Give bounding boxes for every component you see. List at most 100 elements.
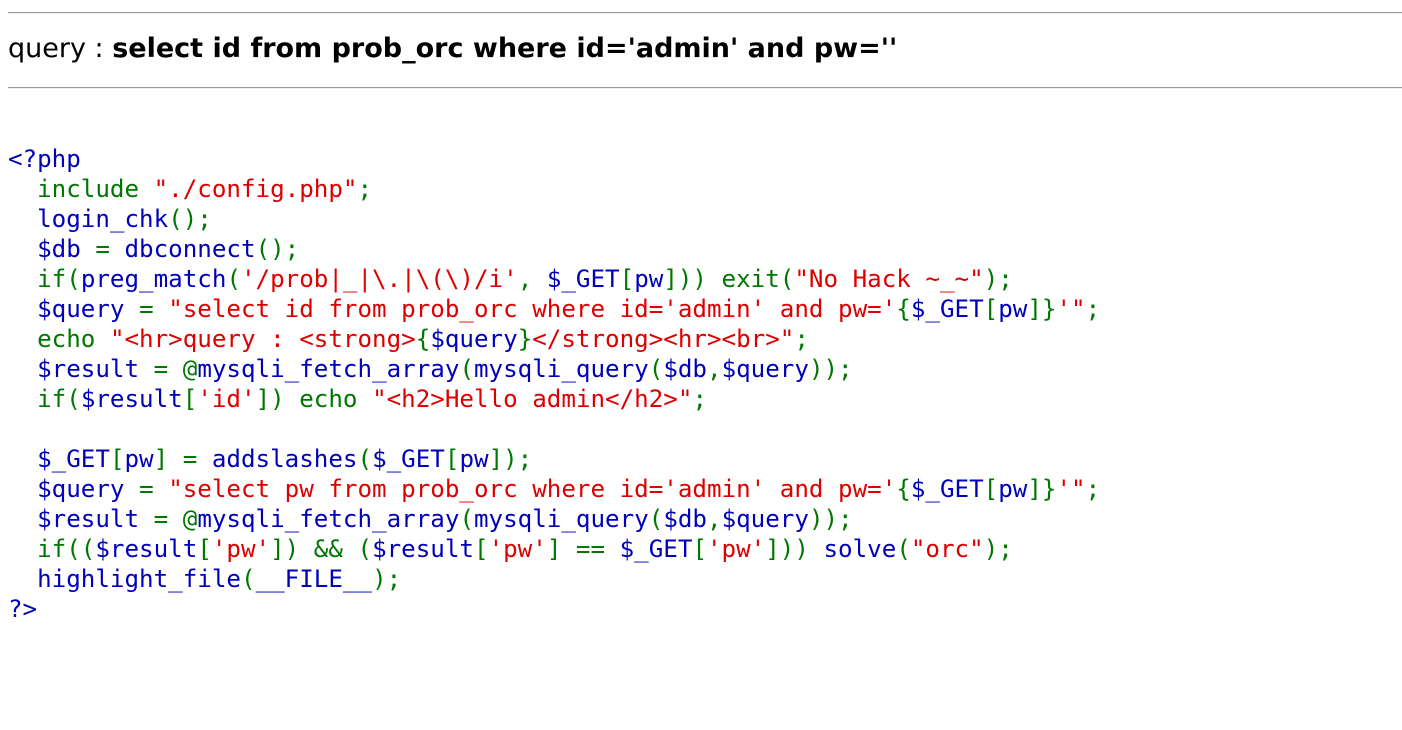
code-token: "select id from prob_orc where id='admin…	[168, 295, 897, 323]
code-token: ] =	[153, 445, 212, 473]
code-token: (	[357, 445, 373, 473]
code-token: $result	[37, 355, 154, 383]
code-token	[8, 205, 37, 233]
code-token: [	[619, 265, 635, 293]
code-token: "./config.php"	[153, 175, 358, 203]
code-token: ();	[168, 205, 212, 233]
code-token: ?>	[8, 595, 38, 623]
code-token: '"	[1056, 295, 1086, 323]
code-token: preg_match	[80, 265, 227, 293]
code-line: $_GET[pw] = addslashes($_GET[pw]);	[8, 444, 1100, 474]
code-token: ]) && (	[270, 535, 373, 563]
code-token: pw	[634, 265, 664, 293]
code-token: __FILE__	[255, 565, 373, 593]
code-token	[8, 475, 37, 503]
code-token: "<h2>Hello admin</h2>"	[372, 385, 693, 413]
code-token: echo	[8, 325, 110, 353]
code-token: $query	[721, 355, 809, 383]
code-token: );	[983, 535, 1013, 563]
code-token: if((	[8, 535, 96, 563]
code-line: ?>	[8, 594, 1100, 624]
code-token: pw	[998, 295, 1028, 323]
code-line: $result = @mysqli_fetch_array(mysqli_que…	[8, 504, 1100, 534]
code-token: (	[459, 505, 474, 533]
code-token: $_GET	[546, 265, 620, 293]
code-token: [	[182, 385, 198, 413]
code-token: dbconnect	[124, 235, 256, 263]
code-token: [	[983, 475, 999, 503]
query-label: query :	[8, 33, 113, 64]
code-token	[8, 295, 37, 323]
code-token	[8, 565, 37, 593]
code-token: $query	[37, 475, 140, 503]
code-token: );	[983, 265, 1013, 293]
code-token: login_chk	[37, 205, 169, 233]
code-token: include	[8, 175, 154, 203]
code-token: ]) echo	[255, 385, 373, 413]
code-token: $query	[37, 295, 140, 323]
code-token: $result	[95, 535, 198, 563]
code-token: $_GET	[37, 445, 110, 473]
code-token: [	[444, 445, 460, 473]
top-horizontal-rule	[8, 12, 1402, 14]
code-token: [	[109, 445, 125, 473]
code-token: $db	[663, 505, 707, 533]
code-token: mysqli_fetch_array	[197, 355, 460, 383]
code-token: mysqli_fetch_array	[197, 505, 460, 533]
code-token: (	[459, 355, 474, 383]
code-token: "orc"	[910, 535, 984, 563]
code-line: $query = "select pw from prob_orc where …	[8, 474, 1100, 504]
code-token: pw	[459, 445, 489, 473]
code-token: =	[95, 235, 125, 263]
code-token	[8, 355, 37, 383]
code-token: ,	[517, 265, 547, 293]
code-token: 'id'	[197, 385, 256, 413]
code-token: 'pw'	[707, 535, 766, 563]
bottom-horizontal-rule	[8, 87, 1402, 89]
code-token	[8, 235, 37, 263]
code-token: [	[692, 535, 707, 563]
code-token: ,	[707, 355, 722, 383]
code-token: {	[896, 475, 911, 503]
code-token: ]}	[1027, 295, 1057, 323]
code-token: "<hr>query : <strong>	[109, 325, 416, 353]
code-token: ));	[808, 505, 853, 533]
code-token: $query	[430, 325, 518, 353]
code-token: pw	[998, 475, 1028, 503]
code-token: addslashes	[211, 445, 358, 473]
code-token: '"	[1056, 475, 1086, 503]
code-token: (	[648, 505, 664, 533]
code-token: $result	[37, 505, 154, 533]
code-line: if($result['id']) echo "<h2>Hello admin<…	[8, 384, 1100, 414]
code-token: (	[241, 565, 256, 593]
code-token: ();	[255, 235, 300, 263]
code-token: (	[896, 535, 911, 563]
code-token: $result	[80, 385, 183, 413]
code-token: ;	[692, 385, 707, 413]
code-token: $db	[37, 235, 96, 263]
code-token: if(	[8, 265, 81, 293]
code-token: $result	[372, 535, 474, 563]
code-token	[8, 445, 37, 473]
code-line: if(($result['pw']) && ($result['pw'] == …	[8, 534, 1100, 564]
code-token: <?php	[8, 145, 81, 173]
code-token: </strong><hr><br>"	[532, 325, 795, 353]
code-token: "select pw from prob_orc where id='admin…	[168, 475, 897, 503]
query-value: select id from prob_orc where id='admin'…	[112, 33, 898, 64]
code-token: mysqli_query	[474, 505, 649, 533]
code-token: ])) exit(	[663, 265, 795, 293]
code-token: $query	[721, 505, 809, 533]
code-token: "No Hack ~_~"	[794, 265, 984, 293]
code-token: ] ==	[546, 535, 620, 563]
code-token: ]);	[488, 445, 533, 473]
code-token: ;	[357, 175, 373, 203]
code-token: mysqli_query	[474, 355, 649, 383]
code-token: '/prob|_|\.|\(\)/i'	[241, 265, 518, 293]
code-line: <?php	[8, 144, 1100, 174]
code-token: = @	[153, 355, 198, 383]
code-token: ,	[707, 505, 722, 533]
code-line: include "./config.php";	[8, 174, 1100, 204]
code-line: login_chk();	[8, 204, 1100, 234]
code-token: $_GET	[910, 475, 984, 503]
code-token: ;	[1085, 295, 1101, 323]
